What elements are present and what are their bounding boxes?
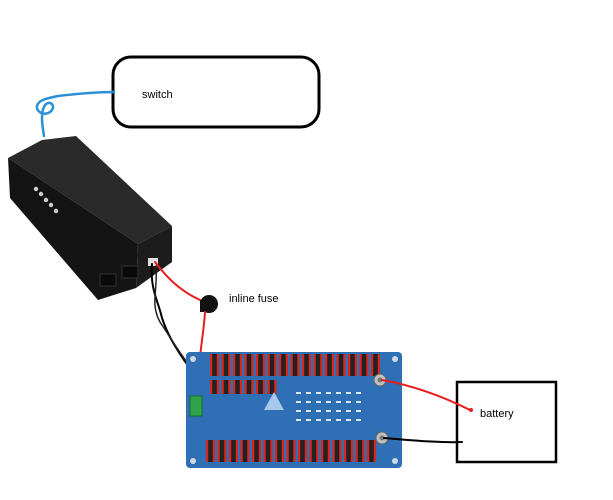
inline-fuse: inline fuse bbox=[200, 293, 279, 313]
inline-fuse-label: inline fuse bbox=[229, 293, 279, 305]
terminal-divider bbox=[246, 354, 252, 376]
indicator-led bbox=[296, 401, 301, 403]
terminal-divider bbox=[346, 440, 351, 462]
indicator-led bbox=[326, 392, 331, 394]
indicator-led bbox=[326, 410, 331, 412]
terminal-divider bbox=[212, 380, 217, 394]
terminal-divider bbox=[265, 440, 271, 462]
terminal-divider bbox=[269, 380, 275, 394]
terminal-divider bbox=[281, 354, 286, 376]
terminal-divider bbox=[254, 440, 259, 462]
indicator-led bbox=[346, 410, 351, 412]
terminal-divider bbox=[208, 440, 213, 462]
fuse-block-board bbox=[186, 352, 402, 468]
indicator-led bbox=[316, 410, 321, 412]
terminal-divider bbox=[219, 440, 225, 462]
terminal-divider bbox=[334, 440, 340, 462]
indicator-led bbox=[316, 419, 321, 421]
indicator-led bbox=[326, 419, 331, 421]
terminal-divider bbox=[327, 354, 332, 376]
indicator-led bbox=[316, 392, 321, 394]
indicator-led bbox=[336, 401, 341, 403]
terminal-divider bbox=[223, 354, 229, 376]
inner-terminal-row bbox=[210, 380, 277, 394]
terminal-divider bbox=[242, 440, 248, 462]
indicator-led bbox=[296, 392, 301, 394]
indicator-led bbox=[346, 401, 351, 403]
red-wire-board-to-battery bbox=[381, 379, 471, 411]
red-wire-device-to-fuse bbox=[154, 261, 201, 301]
terminal-divider bbox=[269, 354, 275, 376]
terminal-divider bbox=[231, 440, 236, 462]
indicator-led bbox=[296, 419, 301, 421]
monitor-device bbox=[8, 136, 172, 300]
indicator-led bbox=[306, 410, 311, 412]
terminal-divider bbox=[315, 354, 321, 376]
terminal-divider bbox=[311, 440, 317, 462]
terminal-divider bbox=[350, 354, 355, 376]
terminal-divider bbox=[258, 354, 263, 376]
indicator-led bbox=[306, 392, 311, 394]
indicator-led bbox=[296, 410, 301, 412]
terminal-divider bbox=[235, 354, 240, 376]
indicator-led bbox=[346, 419, 351, 421]
battery-label: battery bbox=[480, 408, 514, 420]
indicator-led bbox=[306, 401, 311, 403]
switch-box: switch bbox=[111, 55, 321, 129]
terminal-divider bbox=[235, 380, 240, 394]
terminal-divider bbox=[277, 440, 282, 462]
indicator-led bbox=[356, 410, 361, 412]
terminal-divider bbox=[357, 440, 363, 462]
terminal-divider bbox=[288, 440, 294, 462]
terminal-divider bbox=[258, 380, 263, 394]
top-terminal-row bbox=[210, 354, 380, 376]
indicator-led bbox=[356, 419, 361, 421]
indicator-led bbox=[356, 392, 361, 394]
indicator-led bbox=[346, 392, 351, 394]
indicator-led bbox=[336, 410, 341, 412]
indicator-led bbox=[306, 419, 311, 421]
indicator-led-grid bbox=[296, 392, 361, 421]
black-wire-twist bbox=[154, 265, 191, 367]
terminal-divider bbox=[361, 354, 367, 376]
terminal-divider bbox=[373, 354, 378, 376]
indicator-led bbox=[336, 419, 341, 421]
black-wire-board-to-battery bbox=[383, 437, 463, 444]
terminal-divider bbox=[223, 380, 229, 394]
battery-box: battery bbox=[455, 380, 558, 464]
terminal-divider bbox=[246, 380, 252, 394]
indicator-led bbox=[326, 401, 331, 403]
terminal-divider bbox=[304, 354, 309, 376]
bottom-terminal-row bbox=[206, 440, 376, 462]
terminal-divider bbox=[323, 440, 328, 462]
terminal-divider bbox=[292, 354, 298, 376]
blue-cable bbox=[35, 90, 116, 138]
terminal-divider bbox=[212, 354, 217, 376]
terminal-divider bbox=[338, 354, 344, 376]
indicator-led bbox=[336, 392, 341, 394]
switch-label: switch bbox=[142, 89, 173, 101]
indicator-led bbox=[316, 401, 321, 403]
terminal-divider bbox=[369, 440, 374, 462]
indicator-led bbox=[356, 401, 361, 403]
terminal-divider bbox=[300, 440, 305, 462]
